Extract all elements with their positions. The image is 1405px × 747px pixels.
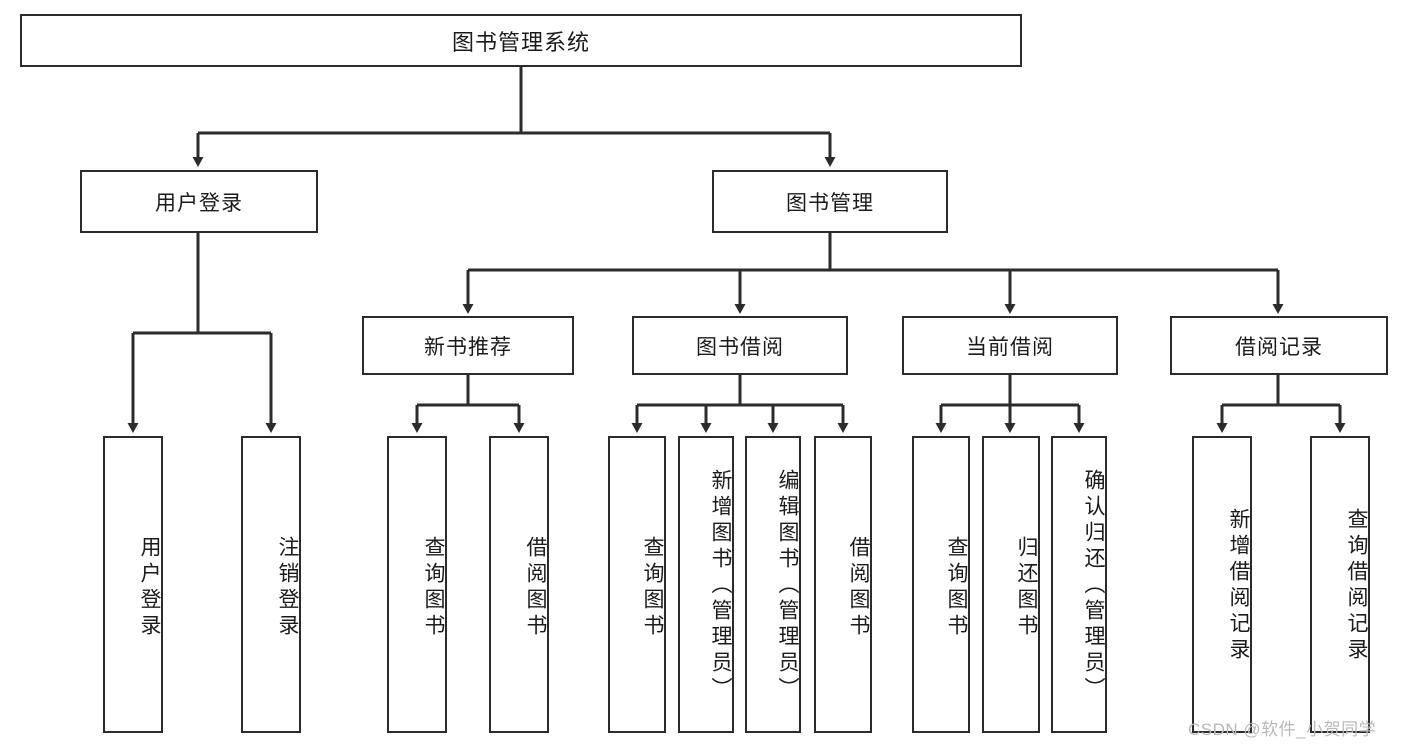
node-new-book-recommend[interactable]: 新书推荐 [362, 316, 574, 375]
csdn-watermark: CSDN @软件_小贺同学 [1188, 720, 1377, 739]
node-borrow-record[interactable]: 借阅记录 [1170, 316, 1388, 375]
leaf-return-book[interactable]: 归还图书 [982, 436, 1040, 733]
leaf-add-borrow-record[interactable]: 新增借阅记录 [1192, 436, 1252, 733]
leaf-query-book-recommend[interactable]: 查询图书 [387, 436, 447, 733]
leaf-edit-book-admin[interactable]: 编辑图书（管理员） [745, 436, 801, 733]
leaf-query-book-current[interactable]: 查询图书 [912, 436, 970, 733]
leaf-query-borrow-record[interactable]: 查询借阅记录 [1310, 436, 1370, 733]
node-book-borrow[interactable]: 图书借阅 [632, 316, 848, 375]
leaf-query-book-borrow[interactable]: 查询图书 [608, 436, 666, 733]
leaf-borrow-book-borrow[interactable]: 借阅图书 [814, 436, 872, 733]
node-root-system[interactable]: 图书管理系统 [20, 14, 1022, 67]
leaf-confirm-return-admin[interactable]: 确认归还（管理员） [1051, 436, 1107, 733]
node-book-manage[interactable]: 图书管理 [712, 170, 948, 233]
leaf-logout-login[interactable]: 注销登录 [241, 436, 301, 733]
node-current-borrow[interactable]: 当前借阅 [902, 316, 1118, 375]
node-user-login[interactable]: 用户登录 [80, 170, 318, 233]
leaf-user-login[interactable]: 用户登录 [103, 436, 163, 733]
leaf-borrow-book-recommend[interactable]: 借阅图书 [489, 436, 549, 733]
leaf-add-book-admin[interactable]: 新增图书（管理员） [678, 436, 734, 733]
